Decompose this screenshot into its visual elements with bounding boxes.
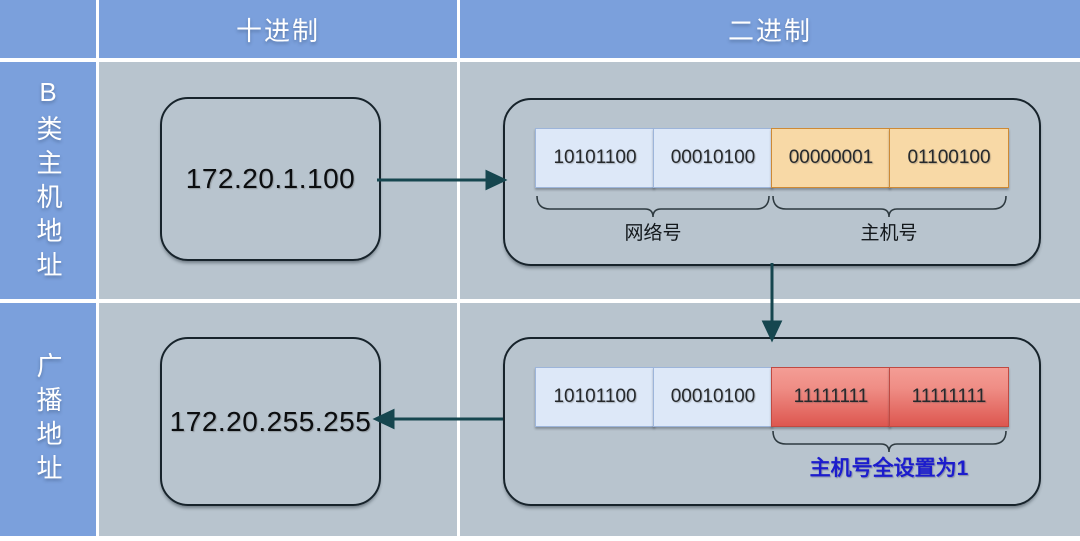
table-corner-cell (0, 0, 96, 58)
column-header-binary: 二进制 (460, 0, 1080, 58)
octet-bits: 00000001 (788, 147, 874, 168)
host-all-ones-annotation: 主机号全设置为1 (809, 457, 969, 480)
row-header-class-b-host-address: B类主机地址 (0, 62, 96, 299)
octet-cell-network-2: 00010100 (653, 128, 773, 188)
octet-cell-host-all-ones-2: 11111111 (889, 367, 1009, 427)
row-header-class-b-host-address-label: B类主机地址 (33, 76, 63, 285)
octet-cell-network-1: 10101100 (535, 128, 655, 188)
host-ip-decimal-value: 172.20.1.100 (185, 163, 356, 194)
octet-bits: 11111111 (793, 386, 869, 407)
octet-cell-host-2: 01100100 (889, 128, 1009, 188)
column-header-binary-label: 二进制 (727, 15, 812, 46)
octet-bits: 10101100 (553, 386, 637, 407)
octet-cell-network-2: 00010100 (653, 367, 773, 427)
octet-bits: 01100100 (907, 147, 991, 168)
column-header-decimal-label: 十进制 (235, 15, 320, 46)
octet-bits: 00010100 (670, 386, 756, 407)
row-header-broadcast-address-label: 广播地址 (33, 351, 63, 488)
column-header-decimal: 十进制 (99, 0, 457, 58)
decimal-broadcast-address-box: 172.20.255.255 (160, 337, 381, 506)
network-segment-label: 网络号 (624, 223, 682, 244)
host-segment-label: 主机号 (860, 223, 918, 244)
broadcast-ip-decimal-value: 172.20.255.255 (169, 405, 372, 437)
octet-bits: 11111111 (911, 386, 987, 407)
octet-cell-host-1: 00000001 (771, 128, 891, 188)
octet-bits: 10101100 (553, 147, 637, 168)
octet-cell-network-1: 10101100 (535, 367, 655, 427)
decimal-host-address-box: 172.20.1.100 (160, 97, 381, 261)
octet-cell-host-all-ones-1: 11111111 (771, 367, 891, 427)
octet-bits: 00010100 (670, 147, 756, 168)
row-header-broadcast-address: 广播地址 (0, 303, 96, 536)
